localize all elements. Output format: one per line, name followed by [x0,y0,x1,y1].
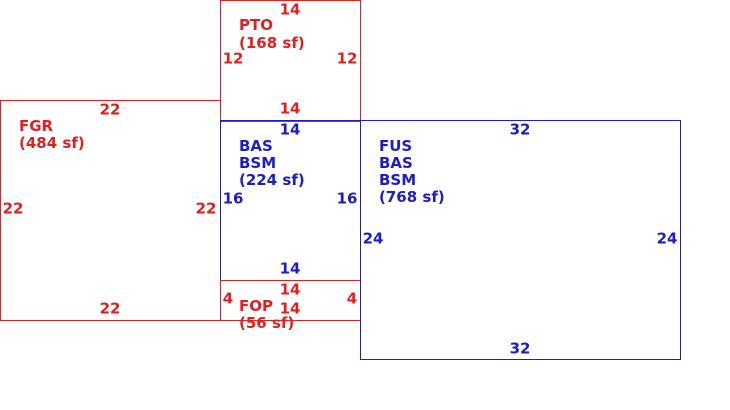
fgr-dim-top: 22 [99,100,121,119]
fop-dim-bottom: 14 [279,299,301,318]
bas-small-area: (224 sf) [239,171,305,189]
fus-line1: FUS [379,137,413,155]
pto-dim-left: 12 [222,49,244,68]
bas-small-dim-left: 16 [222,189,244,208]
bas-small-line1: BAS [239,137,273,155]
bas-small-line2: BSM [239,154,277,172]
room-fus [360,120,681,360]
bas-small-dim-top: 14 [279,120,301,139]
fop-dim-left: 4 [222,289,234,308]
pto-dim-right: 12 [336,49,358,68]
fop-name: FOP [239,297,273,315]
fop-dim-top: 14 [279,280,301,299]
room-pto [220,0,361,122]
pto-dim-bottom: 14 [279,99,301,118]
fus-line2: BAS [379,154,413,172]
fgr-name: FGR [19,117,54,135]
fgr-dim-bottom: 22 [99,299,121,318]
fus-line3: BSM [379,171,417,189]
bas-small-dim-bottom: 14 [279,259,301,278]
fgr-area: (484 sf) [19,134,85,152]
fus-dim-left: 24 [362,229,384,248]
fgr-dim-left: 22 [2,199,24,218]
fop-area: (56 sf) [239,314,295,332]
fus-dim-right: 24 [656,229,678,248]
fus-dim-top: 32 [509,120,531,139]
fop-dim-right: 4 [346,289,358,308]
fgr-dim-right: 22 [195,199,217,218]
fus-dim-bottom: 32 [509,339,531,358]
pto-dim-top: 14 [279,0,301,19]
pto-area: (168 sf) [239,34,305,52]
fus-area: (768 sf) [379,188,445,206]
bas-small-dim-right: 16 [336,189,358,208]
pto-name: PTO [239,16,273,34]
